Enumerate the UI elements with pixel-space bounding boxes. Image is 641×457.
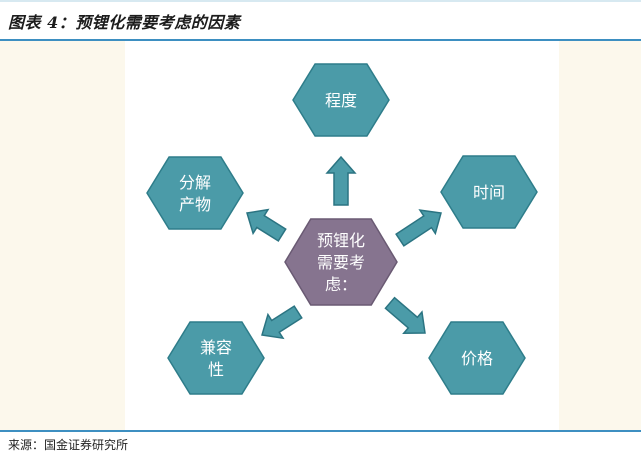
factor-hexagon-degree-label: 程度: [325, 91, 357, 110]
center-hexagon-label: 预锂化: [317, 231, 365, 250]
factor-hexagon-compat: 兼容性: [167, 321, 265, 395]
factor-hexagon-compat-label: 性: [208, 360, 224, 379]
factor-hexagon-price-label: 价格: [461, 349, 493, 368]
factor-hexagon-decomp-label: 分解: [179, 173, 211, 192]
factor-hexagon-decomp-label: 产物: [179, 195, 211, 214]
center-hexagon-shape: [284, 218, 398, 306]
arrow-to-price: [384, 296, 426, 334]
center-hexagon: 预锂化需要考虑：: [284, 218, 398, 306]
factor-hexagon-decomp-shape: [146, 156, 244, 230]
factor-hexagon-price: 价格: [428, 321, 526, 395]
center-hexagon-label: 虑：: [325, 275, 357, 294]
factor-hexagon-degree-shape: [292, 63, 390, 137]
top-rule: [0, 0, 641, 2]
factor-hexagon-time-shape: [440, 155, 538, 229]
factor-hexagon-compat-shape: [167, 321, 265, 395]
factor-hexagon-price-shape: [428, 321, 526, 395]
factor-hexagon-degree: 程度: [292, 63, 390, 137]
factor-hexagon-time-label: 时间: [473, 183, 505, 202]
arrow-to-compat: [261, 305, 303, 340]
arrow-to-decomp: [246, 208, 287, 242]
source-note: 来源：国金证券研究所: [8, 438, 129, 452]
center-hexagon-label: 需要考: [317, 253, 365, 272]
source-rule: [0, 430, 641, 432]
factor-hexagon-time: 时间: [440, 155, 538, 229]
arrow-to-degree: [325, 155, 357, 206]
factor-hexagon-compat-label: 兼容: [200, 338, 232, 357]
title-rule: [0, 39, 641, 41]
arrow-to-time: [395, 209, 442, 247]
figure-title: 图表 4：预锂化需要考虑的因素: [8, 13, 241, 32]
